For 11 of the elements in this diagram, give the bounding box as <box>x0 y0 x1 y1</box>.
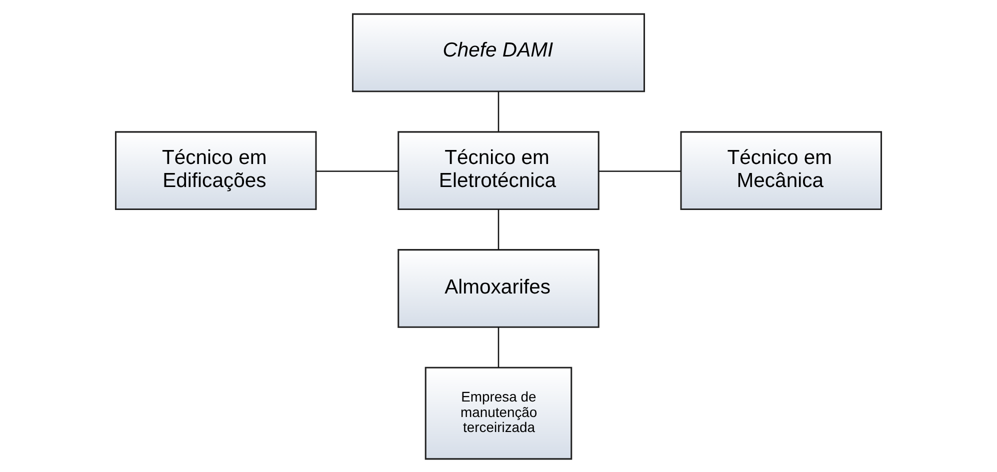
connector <box>316 170 398 172</box>
node-box: Técnico em Mecânica <box>680 130 882 210</box>
node-box: Técnico em Eletrotécnica <box>398 130 600 210</box>
connector <box>498 209 500 250</box>
connector <box>598 170 681 172</box>
connector <box>498 326 500 367</box>
node-box: Técnico em Edificações <box>114 130 317 210</box>
node-box: Chefe DAMI <box>352 12 645 92</box>
connector <box>498 91 500 132</box>
node-box: Almoxarifes <box>398 248 600 328</box>
node-box: Empresa de manutenção terceirizada <box>424 366 572 460</box>
